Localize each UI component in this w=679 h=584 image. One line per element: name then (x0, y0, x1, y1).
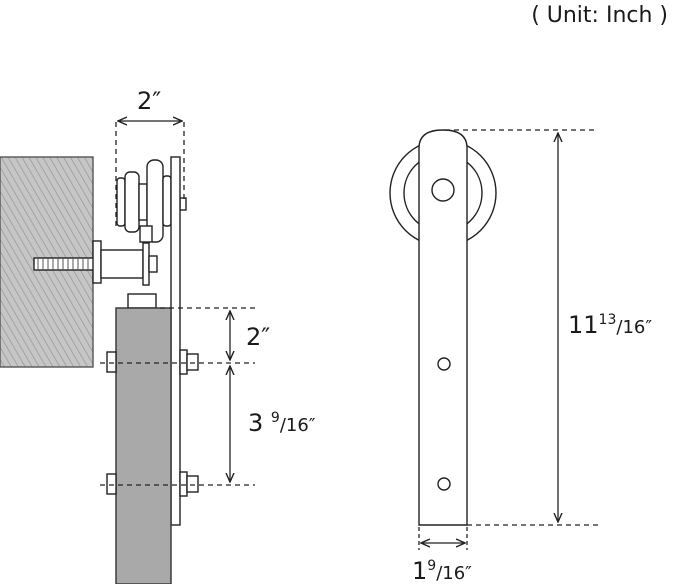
spacer-nut (142, 242, 150, 286)
roller-axle-nut (179, 197, 187, 211)
spacer-bolt-end (148, 255, 158, 273)
front-view-dimensions (418, 129, 598, 550)
dim-label-height: 1113/16″ (568, 311, 652, 339)
spacer-cylinder (100, 249, 144, 279)
dim-label-top-to-bolt: 2″ (246, 323, 270, 351)
roller-axle (139, 225, 153, 243)
dim-label-bolt-spacing: 3 9/16″ (248, 409, 316, 437)
roller-flange-left (116, 177, 126, 227)
hanger-strap-front (418, 129, 468, 526)
bolt-washer-right-upper (179, 349, 188, 375)
bolt-head-left-upper (106, 351, 117, 373)
front-view (389, 129, 497, 526)
dim-label-roller-width: 2″ (137, 87, 161, 115)
side-view-dimensions (100, 121, 255, 486)
spacer-washer (92, 240, 102, 284)
mounting-hole-upper (437, 357, 451, 371)
door-panel (115, 307, 172, 584)
side-view (0, 156, 199, 584)
roller-wheel-left (124, 171, 140, 233)
axle-bolt (431, 178, 455, 202)
bolt-nut-right-upper (186, 353, 199, 371)
unit-label: ( Unit: Inch ) (531, 3, 668, 28)
bolt-nut-right-lower (186, 475, 199, 493)
top-block (127, 293, 157, 309)
roller-groove (138, 183, 148, 221)
hanger-strap-side (170, 156, 181, 526)
dim-label-strap-width: 19/16″ (412, 557, 472, 584)
mounting-hole-lower (437, 477, 451, 491)
roller-flange-right (162, 175, 172, 227)
bolt-washer-right-lower (179, 471, 188, 497)
bolt-head-left-lower (106, 473, 117, 495)
